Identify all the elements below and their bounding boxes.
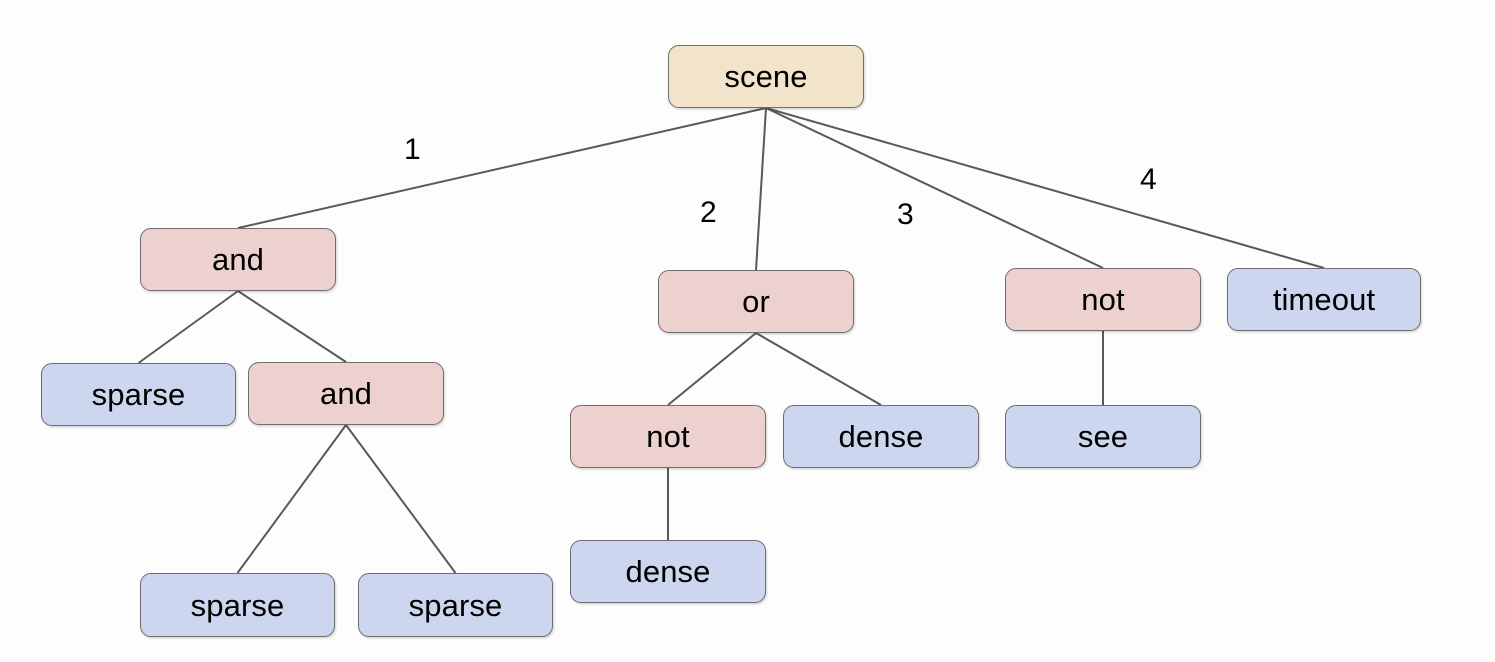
node-sparse3[interactable]: sparse: [358, 573, 553, 637]
node-sparse2[interactable]: sparse: [140, 573, 335, 637]
node-not2[interactable]: not: [1005, 268, 1201, 331]
node-or1[interactable]: or: [658, 270, 854, 333]
edge-and1-to-sparse1: [137, 290, 239, 364]
edge-label-1: 1: [404, 133, 421, 166]
node-label: or: [742, 284, 770, 319]
node-label: sparse: [190, 587, 285, 623]
node-and2[interactable]: and: [248, 362, 444, 425]
node-not1[interactable]: not: [570, 405, 766, 468]
edge-or1-to-not1: [667, 332, 757, 406]
node-dense1[interactable]: dense: [783, 405, 979, 468]
edge-label-3: 3: [897, 198, 914, 231]
edge-scene-to-and1: [237, 107, 767, 229]
edge-or1-to-dense1: [755, 332, 882, 406]
node-label: timeout: [1272, 282, 1376, 317]
node-sparse1[interactable]: sparse: [41, 363, 236, 426]
edge-scene-to-timeout1: [765, 107, 1325, 269]
node-label: not: [1081, 282, 1125, 317]
node-label: dense: [625, 554, 711, 589]
node-label: see: [1077, 419, 1129, 454]
node-dense2[interactable]: dense: [570, 540, 766, 603]
edge-and2-to-sparse2: [236, 424, 347, 574]
edge-label-2: 2: [700, 196, 717, 229]
node-label: sparse: [408, 587, 503, 623]
node-label: not: [646, 419, 690, 454]
node-and1[interactable]: and: [140, 228, 336, 291]
node-label: sparse: [91, 377, 186, 412]
edge-scene-to-not2: [765, 107, 1104, 269]
edge-and1-to-and2: [237, 290, 347, 363]
edge-and2-to-sparse3: [345, 424, 457, 574]
node-label: and: [319, 376, 373, 411]
node-scene[interactable]: scene: [668, 45, 864, 108]
node-label: scene: [724, 59, 808, 94]
edge-scene-to-or1: [755, 107, 767, 271]
node-see1[interactable]: see: [1005, 405, 1201, 468]
edge-label-4: 4: [1140, 163, 1157, 196]
node-label: dense: [838, 419, 924, 454]
node-timeout1[interactable]: timeout: [1227, 268, 1421, 331]
node-label: and: [211, 242, 265, 277]
